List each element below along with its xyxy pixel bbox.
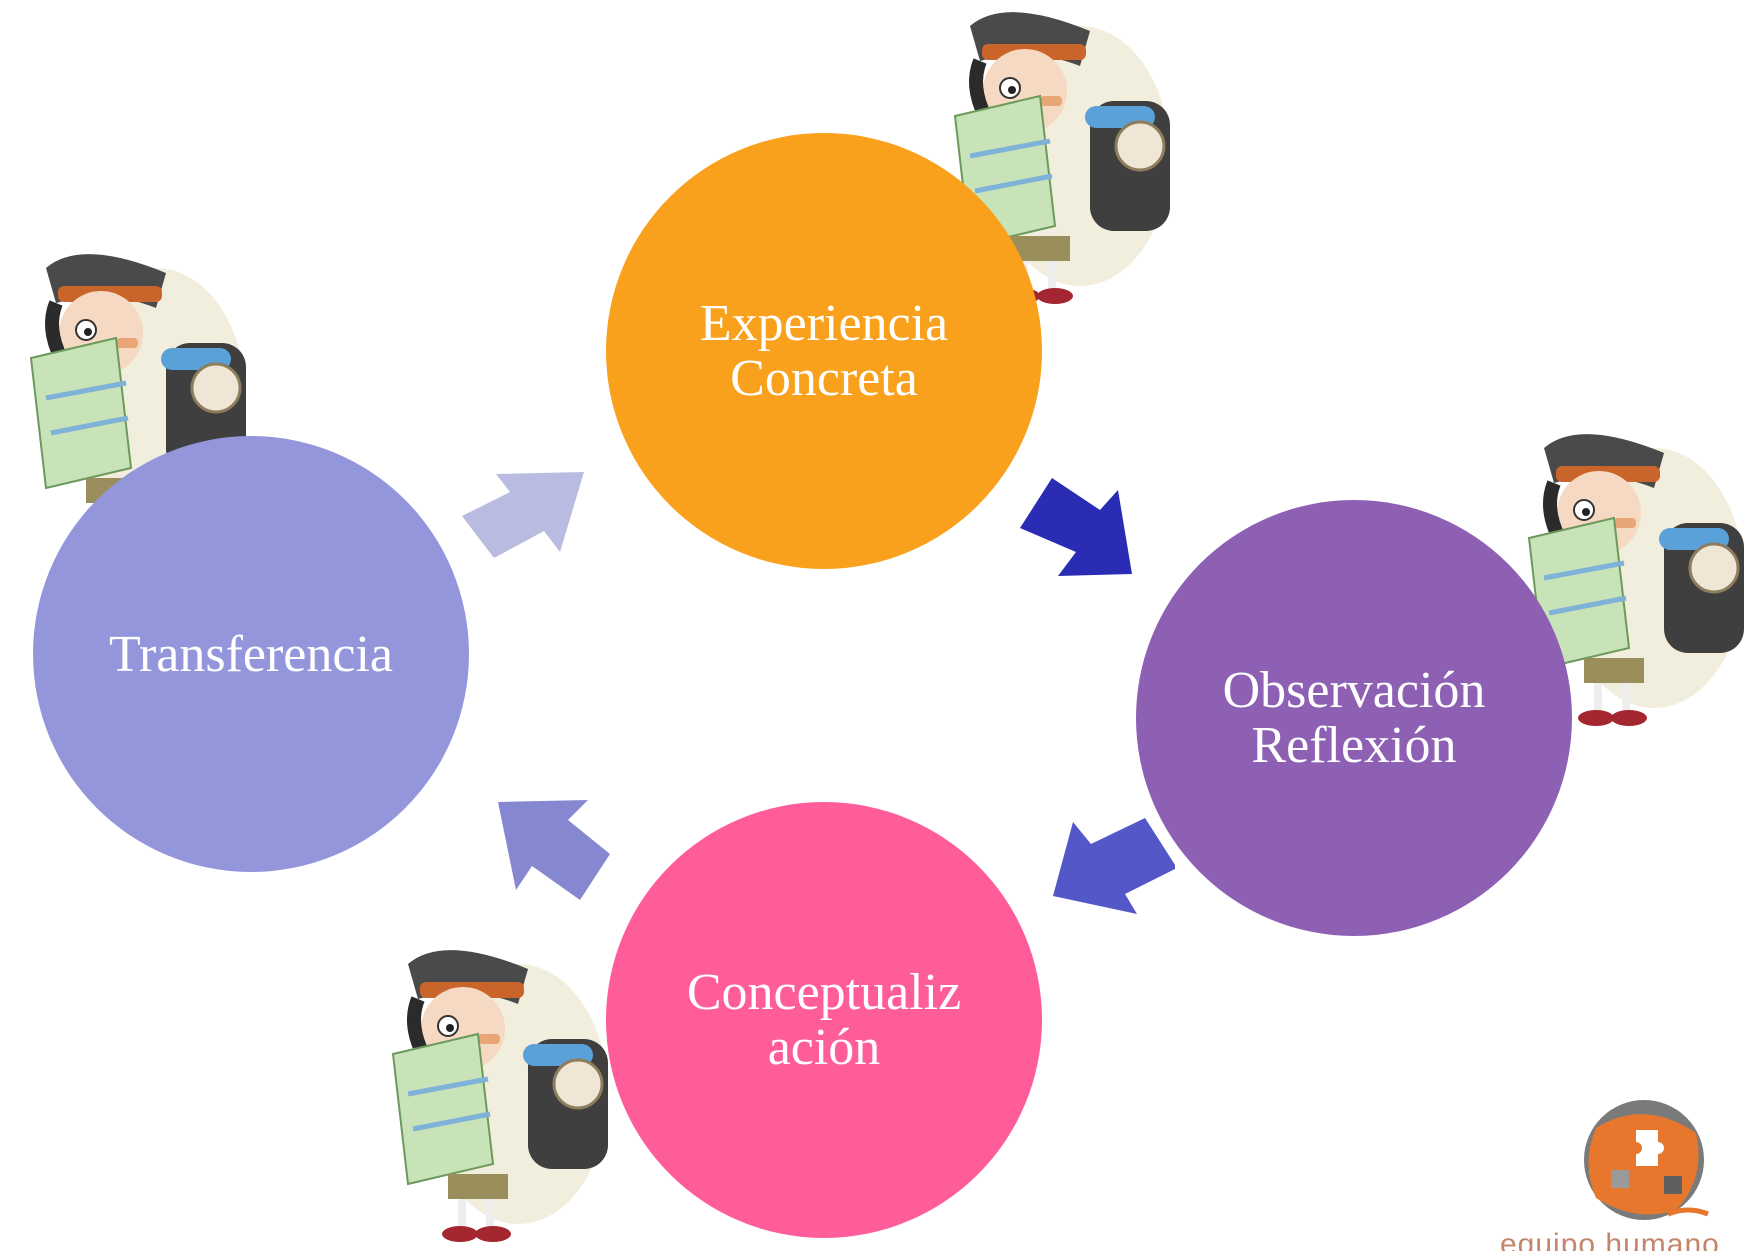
arrow-observacion-to-conceptualizacion <box>1045 812 1177 927</box>
arrow-experiencia-to-observacion <box>1020 468 1150 583</box>
node-label-line: ación <box>767 1019 881 1076</box>
node-label-line: Reflexión <box>1251 717 1457 774</box>
arrow-conceptualizacion-to-transferencia <box>484 790 614 905</box>
hiker-with-map-icon <box>1504 428 1744 733</box>
node-label-line: Observación <box>1222 662 1486 719</box>
logo-text: equipo humano <box>1500 1228 1720 1251</box>
arrow-transferencia-to-experiencia <box>462 452 592 567</box>
node-label-line: Experiencia <box>699 295 949 352</box>
node-label-line: Transferencia <box>109 625 393 683</box>
hiker-with-map-icon <box>368 944 608 1249</box>
node-conceptualizacion: Conceptualiz ación <box>606 802 1042 1238</box>
node-experiencia-concreta: Experiencia Concreta <box>606 133 1042 569</box>
node-transferencia: Transferencia <box>33 436 469 872</box>
node-label-line: Concreta <box>730 350 918 407</box>
puzzle-globe-logo: equipo humano <box>1496 1098 1752 1251</box>
node-observacion-reflexion: Observación Reflexión <box>1136 500 1572 936</box>
node-label-line: Conceptualiz <box>686 964 962 1021</box>
